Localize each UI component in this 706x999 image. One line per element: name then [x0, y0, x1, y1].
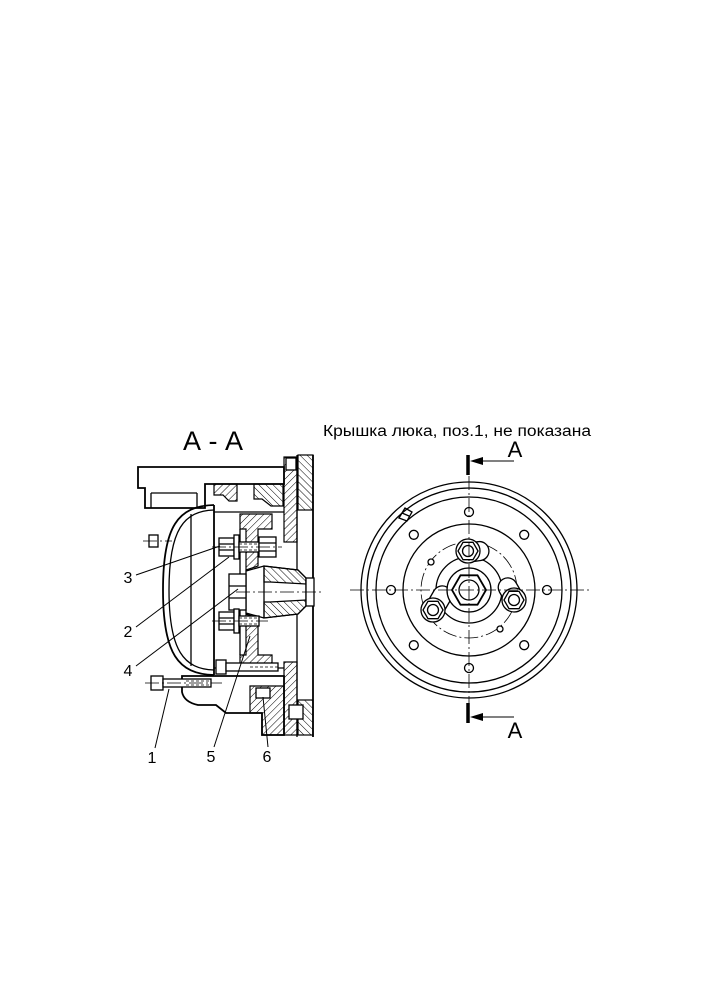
leader-5 [213, 635, 251, 748]
leader-1 [154, 688, 170, 749]
wall-top-plug [285, 457, 297, 471]
lower-bolt-thread [239, 617, 259, 625]
cut-arrow-top-head [470, 457, 483, 465]
wall-bottom-bolt-head [288, 704, 304, 720]
slotted-bolt-top [455, 538, 490, 564]
wall-outer-upper [297, 454, 314, 511]
top-housing-recess [150, 492, 198, 508]
callout-4: 4 [124, 663, 133, 680]
lower-bolt-nut-faces [219, 617, 234, 625]
slotted-bolt-right [497, 577, 527, 613]
cover-bolt-head [215, 659, 227, 675]
bolt-1-thread [186, 680, 211, 686]
bolt-hole [519, 529, 530, 540]
bolt-nut [457, 541, 479, 561]
front-view-note: Крышка люка, поз.1, не показана [323, 423, 591, 440]
leader-6 [262, 696, 269, 748]
bolt-hole [408, 529, 419, 540]
small-hole [496, 625, 504, 633]
bolt-3-thread [239, 543, 259, 551]
callout-6: 6 [263, 749, 272, 766]
bolt-nut [422, 600, 444, 620]
cut-arrow-bottom-head [470, 713, 483, 721]
bolt-nut [503, 590, 525, 610]
leader-2 [135, 556, 230, 628]
index-mark [398, 507, 413, 522]
section-view: А - А [124, 426, 322, 767]
bolt-hole [408, 640, 419, 651]
callout-1: 1 [148, 750, 157, 767]
bolt-3-far-nut-faces [259, 542, 276, 552]
section-title: А - А [183, 426, 243, 456]
cut-label-top: А [508, 437, 523, 462]
bolt-end [507, 593, 521, 607]
callout-3: 3 [124, 570, 133, 587]
front-view: Крышка люка, поз.1, не показана А А [323, 423, 592, 743]
upper-clamp-left [213, 483, 238, 502]
cut-label-bottom: А [508, 718, 523, 743]
small-hole [427, 558, 435, 566]
leader-4 [135, 588, 239, 667]
callout-2: 2 [124, 624, 133, 641]
leader-3 [135, 545, 221, 576]
wall-section-lower [283, 661, 298, 736]
bolt-end [426, 603, 440, 617]
bolt-hole [519, 640, 530, 651]
central-nut-faces [229, 585, 246, 599]
bolt-3-nut-faces [219, 543, 234, 551]
bottom-screw-6 [255, 687, 271, 699]
slotted-bolt-left [420, 585, 453, 623]
upper-clamp-right [253, 483, 284, 507]
dome-cover-outer [162, 504, 215, 676]
callout-5: 5 [207, 749, 216, 766]
bolt-end [461, 544, 475, 558]
